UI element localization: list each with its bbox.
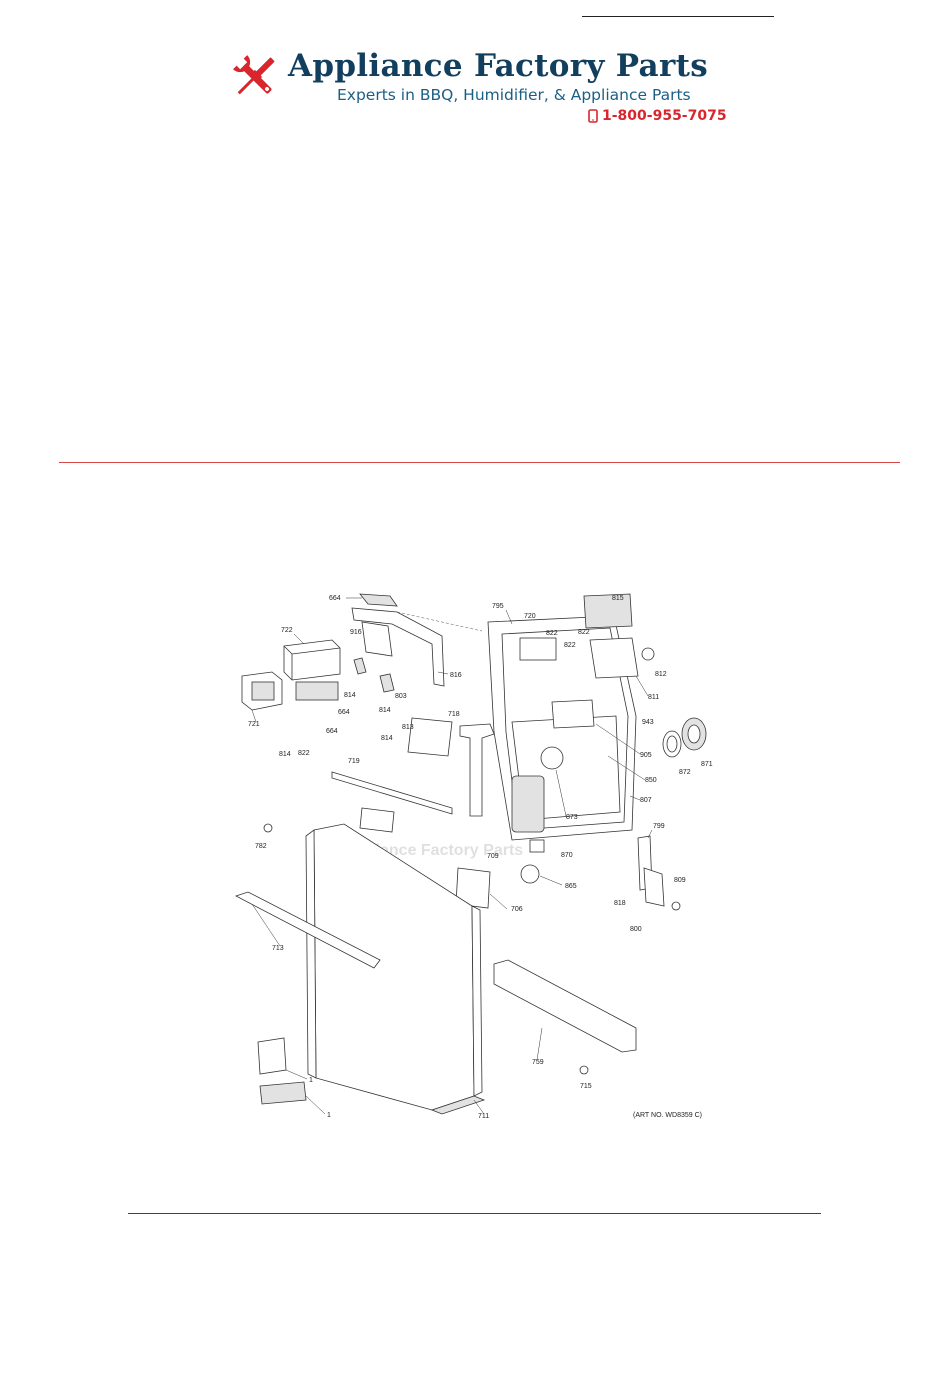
brand-name: Appliance Factory Parts <box>288 48 708 84</box>
callout: 822 <box>298 750 310 757</box>
callout: 720 <box>524 613 536 620</box>
callout: 814 <box>344 692 356 699</box>
callout: 711 <box>478 1113 489 1120</box>
callout: 1 <box>327 1112 331 1119</box>
exploded-parts-diagram: Appliance Factory Parts <box>234 593 713 1120</box>
part-664-rail <box>351 593 483 687</box>
callout: 870 <box>561 852 573 859</box>
callout: 812 <box>655 671 667 678</box>
mobile-phone-icon <box>588 109 598 123</box>
callout: 905 <box>640 752 652 759</box>
top-divider <box>582 16 774 17</box>
callout: 865 <box>565 883 577 890</box>
callout: 814 <box>381 735 393 742</box>
part-871-ring <box>681 717 707 751</box>
brand-logo: Appliance Factory Parts Experts in BBQ, … <box>226 46 736 132</box>
part-715-screw <box>579 1065 589 1075</box>
callout: 799 <box>653 823 665 830</box>
callout: 814 <box>279 751 291 758</box>
callout: 850 <box>645 777 657 784</box>
callout: 715 <box>580 1083 592 1090</box>
callout: 709 <box>487 853 499 860</box>
part-759-rail <box>493 959 637 1053</box>
callout: 814 <box>379 707 391 714</box>
callout: 815 <box>612 595 624 602</box>
brand-tagline: Experts in BBQ, Humidifier, & Appliance … <box>337 86 691 104</box>
callout: 816 <box>450 672 462 679</box>
callout: 713 <box>272 945 284 952</box>
art-number: (ART NO. WD8359 C) <box>633 1112 702 1119</box>
part-1-label <box>259 1081 307 1105</box>
part-711-outer-door <box>305 823 486 1115</box>
callout: 873 <box>566 814 578 821</box>
callout: 943 <box>642 719 654 726</box>
callout: 795 <box>492 603 504 610</box>
part-870 <box>529 839 545 853</box>
callout: 822 <box>546 630 558 637</box>
callout: 1 <box>309 1077 313 1084</box>
callout: 721 <box>248 721 260 728</box>
part-812-cap <box>641 647 655 661</box>
part-872-gasket <box>662 730 682 758</box>
part-800-hinge <box>637 835 681 911</box>
footer-divider <box>128 1213 821 1214</box>
part-916 <box>353 657 367 675</box>
part-718 <box>459 723 495 817</box>
callout: 871 <box>701 761 713 768</box>
callout: 811 <box>648 694 659 701</box>
part-803 <box>379 673 395 693</box>
callout: 807 <box>640 797 652 804</box>
callout: 706 <box>511 906 523 913</box>
part-782 <box>263 823 273 833</box>
part-865 <box>520 864 540 884</box>
callout: 719 <box>348 758 360 765</box>
callout: 718 <box>448 711 460 718</box>
callout-labels: 664 795 720 815 722 916 822 822 822 812 … <box>248 595 713 1120</box>
callout: 664 <box>326 728 338 735</box>
callout: 818 <box>614 900 626 907</box>
callout: 872 <box>679 769 691 776</box>
callout: 664 <box>329 595 341 602</box>
callout: 916 <box>350 629 362 636</box>
callout: 813 <box>402 724 414 731</box>
wrench-screwdriver-icon <box>233 55 275 95</box>
part-1-literature <box>257 1037 287 1075</box>
callout: 803 <box>395 693 407 700</box>
brand-phone: 1-800-955-7075 <box>588 108 727 124</box>
callout: 822 <box>564 642 576 649</box>
callout: 722 <box>281 627 293 634</box>
callout: 822 <box>578 629 590 636</box>
part-811-dispenser <box>589 637 639 679</box>
callout: 800 <box>630 926 642 933</box>
part-713-handle <box>234 891 381 969</box>
part-815-vent <box>583 593 633 629</box>
callout: 782 <box>255 843 267 850</box>
section-divider <box>59 462 900 463</box>
phone-number: 1-800-955-7075 <box>602 108 727 124</box>
callout: 664 <box>338 709 350 716</box>
part-719-bracket <box>359 807 395 833</box>
part-722-control <box>283 639 341 701</box>
callout: 809 <box>674 877 686 884</box>
leader-lines <box>251 597 653 1115</box>
callout: 759 <box>532 1059 544 1066</box>
part-721 <box>241 671 283 711</box>
part-706 <box>455 867 491 909</box>
part-719-bar <box>331 771 453 815</box>
part-813-panel <box>407 717 453 757</box>
